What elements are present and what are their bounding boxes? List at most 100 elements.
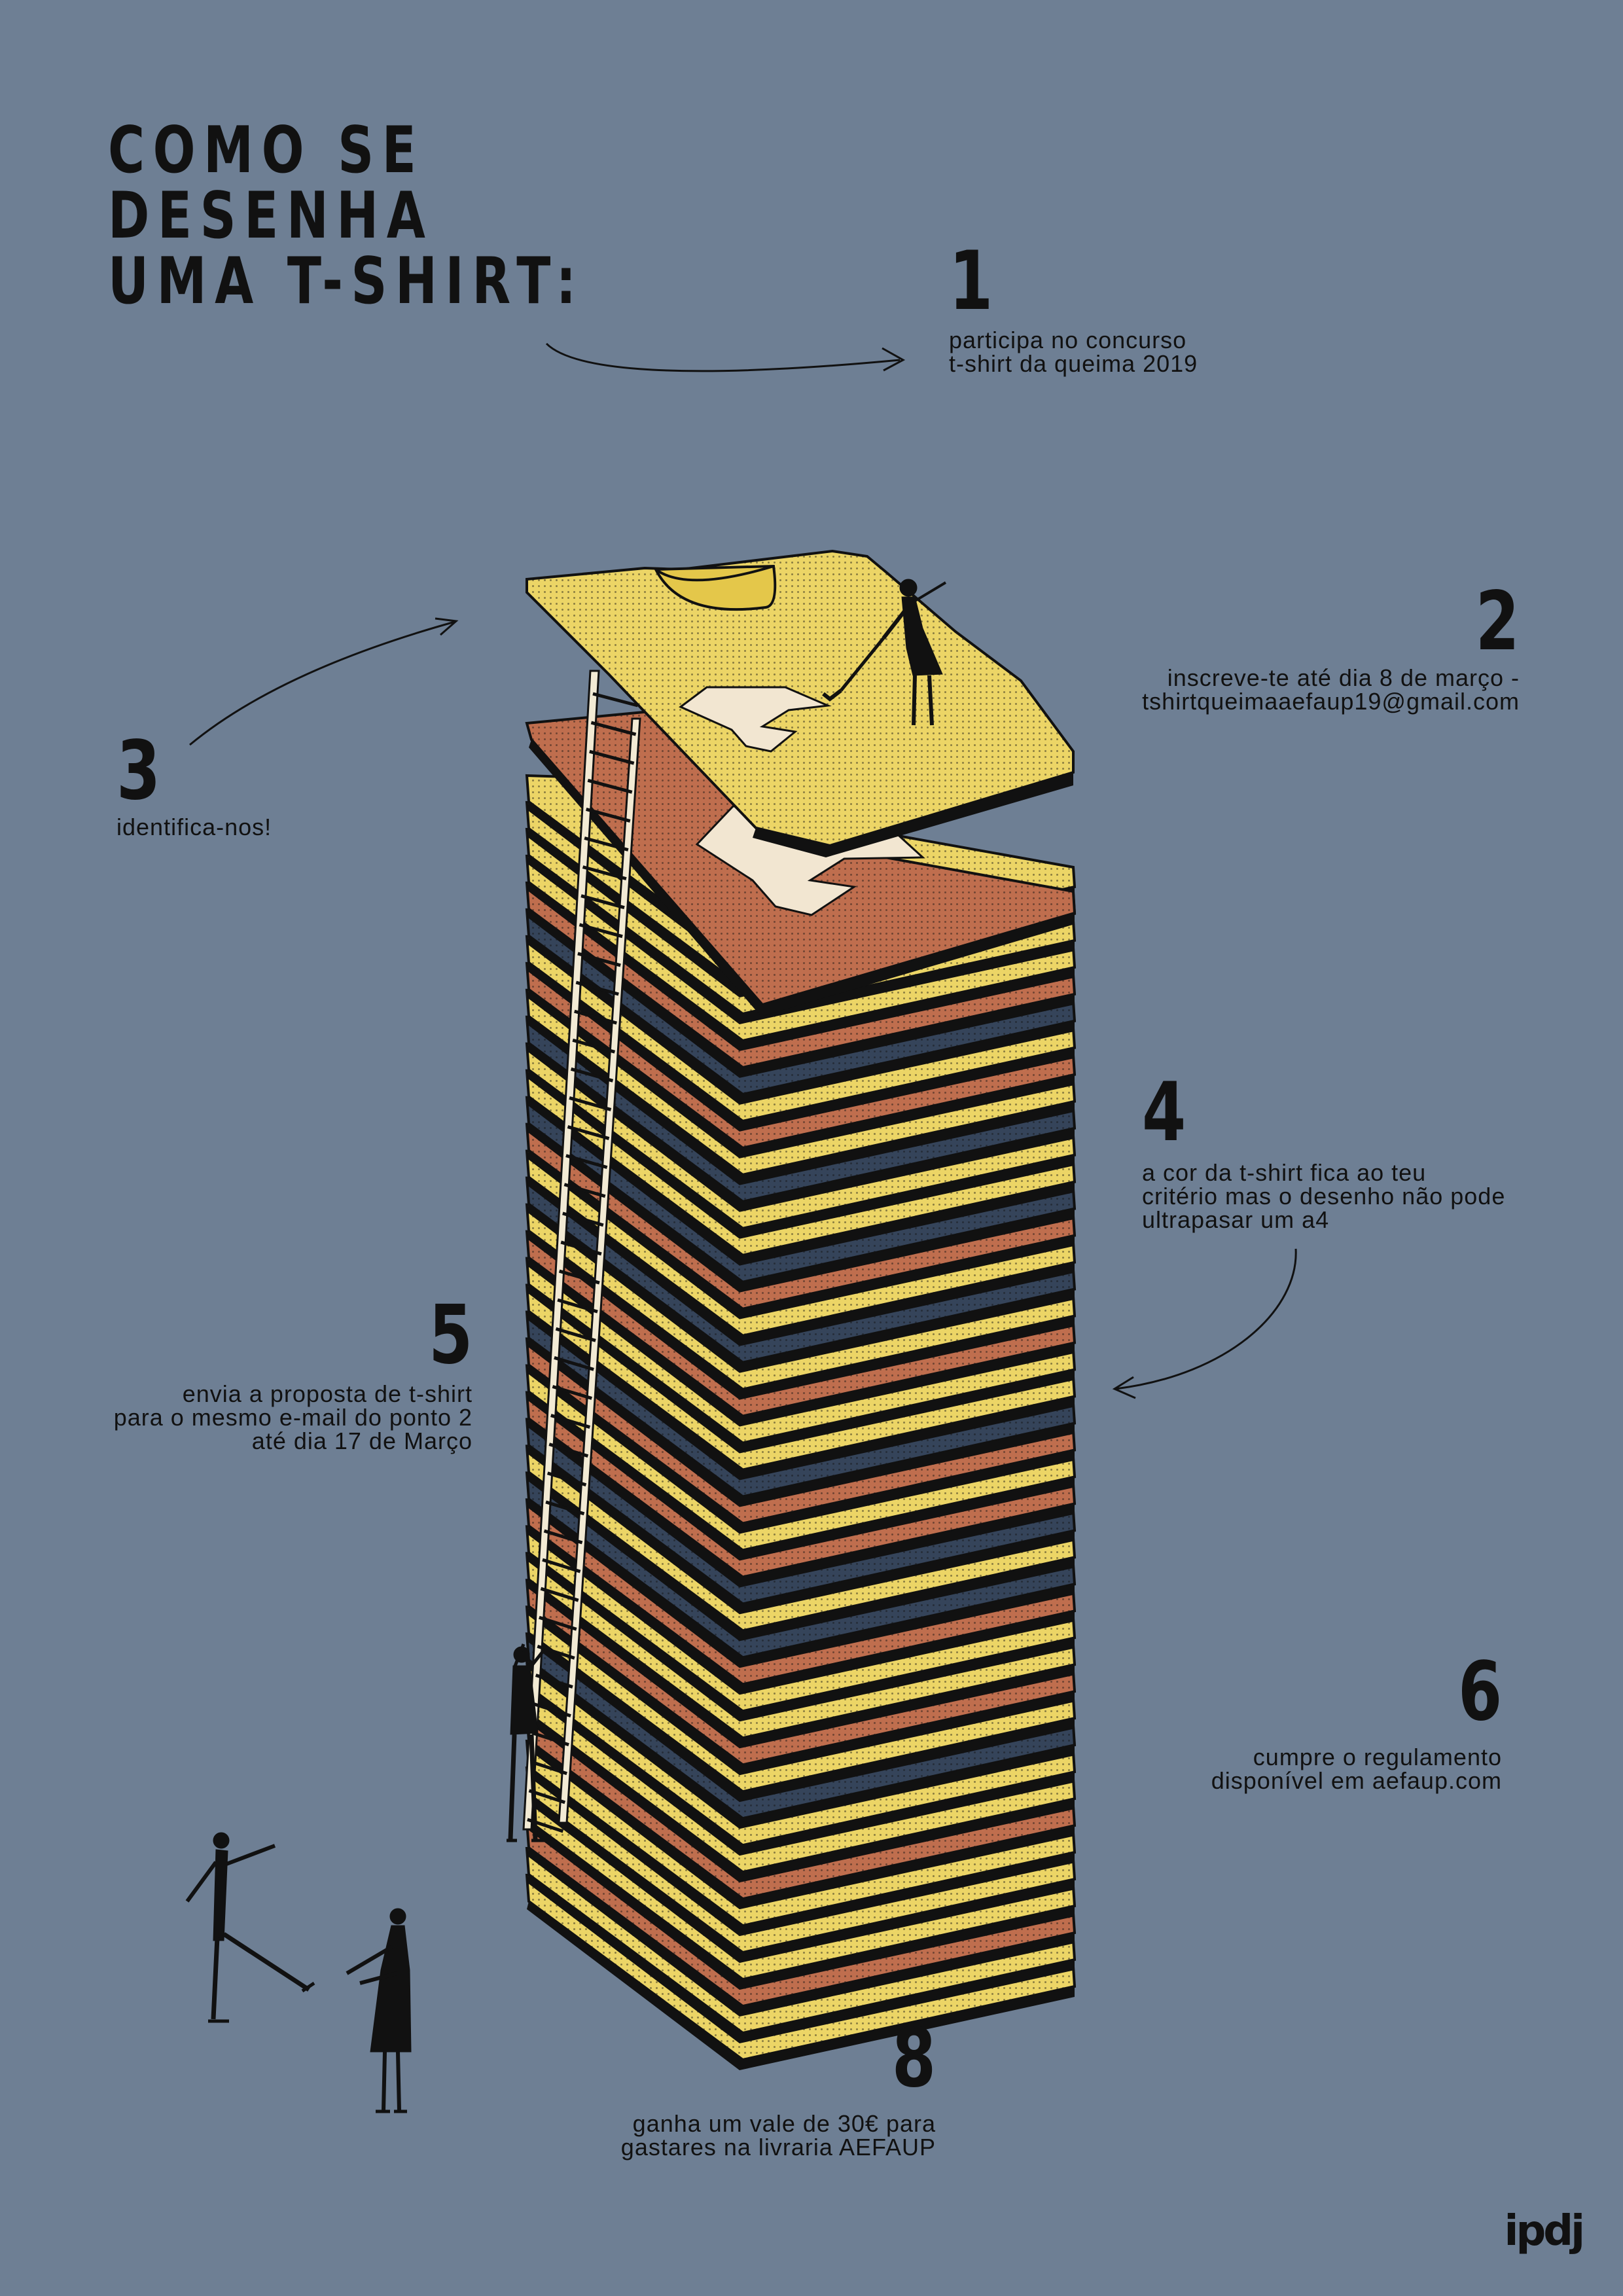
- step-number: 1: [949, 234, 993, 329]
- stacked-shirt-edge: [527, 908, 1075, 1078]
- step-5: 5 envia a proposta de t-shirt para o mes…: [114, 1288, 473, 1453]
- stacked-shirt-edge: [527, 1794, 1075, 1964]
- ladder-rung: [545, 1500, 585, 1516]
- ladder-rung: [543, 1529, 583, 1545]
- poster-title: COMO SE DESENHA UMA T-SHIRT:: [108, 118, 584, 314]
- step-line: gastares na livraria AEFAUP: [620, 2134, 936, 2161]
- step-8: 8 ganha um vale de 30€ para gastares na …: [621, 2011, 936, 2159]
- stacked-shirt-edge: [527, 1418, 1075, 1588]
- ladder-rung: [587, 778, 633, 794]
- step-text: envia a proposta de t-shirt para o mesmo…: [114, 1382, 473, 1453]
- ladder-rung: [563, 1183, 606, 1198]
- ladder-rung: [550, 1414, 591, 1429]
- step-text: participa no concurso t-shirt da queima …: [949, 329, 1198, 376]
- step-line: cumpre o regulamento: [1253, 1744, 1502, 1770]
- ladder-rung: [546, 1471, 587, 1487]
- ladder-rung: [542, 1558, 581, 1573]
- ladder-rung: [582, 865, 627, 881]
- ladder-rung: [530, 1760, 567, 1776]
- step-number: 6: [1457, 1645, 1502, 1739]
- ladder-rung: [557, 1298, 598, 1314]
- stacked-shirt-edge: [527, 1016, 1075, 1185]
- stacked-shirt-edge: [527, 1043, 1075, 1212]
- stacked-shirt-edge: [527, 1606, 1075, 1776]
- stacked-shirt-edge: [527, 1230, 1075, 1400]
- step-text: cumpre o regulamento disponível em aefau…: [1211, 1746, 1502, 1793]
- stacked-shirt-edge: [527, 1177, 1075, 1346]
- title-line-3: UMA T-SHIRT:: [108, 244, 584, 319]
- ladder-rung: [537, 1645, 575, 1660]
- ladder-rung: [574, 1009, 617, 1025]
- stacked-shirt-edge: [527, 962, 1075, 1132]
- stacked-shirt-edge: [527, 855, 1075, 1024]
- ladder-rung: [580, 894, 625, 910]
- ladder-rung: [572, 1038, 616, 1054]
- stacked-shirt-edge: [527, 1713, 1075, 1883]
- step-text: ganha um vale de 30€ para gastares na li…: [621, 2112, 936, 2159]
- ladder-rung: [567, 1125, 610, 1140]
- step-line: participa no concurso: [949, 327, 1187, 353]
- stacked-shirt-edge: [527, 1821, 1075, 1990]
- stacked-shirt-edge: [527, 1123, 1075, 1293]
- ladder-rung: [562, 1211, 604, 1227]
- arrow-3-to-stack: [189, 620, 455, 746]
- ladder-rung: [584, 836, 629, 852]
- arrows: [189, 342, 1297, 1399]
- ladder-rung: [586, 807, 631, 823]
- yellow-top-shirt: [526, 549, 1075, 857]
- step-number: 3: [116, 724, 161, 818]
- stacked-shirt-edge: [527, 1687, 1075, 1856]
- stacked-shirt-edge: [527, 1096, 1075, 1266]
- stacked-shirt-edge: [527, 1740, 1075, 1910]
- step-2: 2 inscreve-te até dia 8 de março - tshir…: [1142, 575, 1520, 713]
- step-text: identifica-nos!: [116, 816, 272, 839]
- climber-figure-icon: [507, 1643, 546, 1842]
- title-line-1: COMO SE: [108, 113, 425, 188]
- step-line: até dia 17 de Março: [251, 1427, 473, 1454]
- stacked-shirt-edge: [527, 1499, 1075, 1668]
- ladder-rung: [579, 923, 623, 939]
- ladder-rung: [589, 749, 635, 765]
- step-line: tshirtqueimaaefaup19@gmail.com: [1142, 688, 1520, 715]
- stacked-shirt-edge: [527, 1848, 1075, 2017]
- stacked-shirt-edge: [527, 1526, 1075, 1695]
- stacked-shirt-edge: [527, 1257, 1075, 1427]
- stacked-shirt-edge: [527, 1579, 1075, 1749]
- stacked-shirt-edge: [527, 1391, 1075, 1561]
- ladder-rung: [560, 1240, 602, 1256]
- ladder-rung: [577, 952, 621, 967]
- step-1: 1 participa no concurso t-shirt da queim…: [949, 234, 1198, 376]
- ipdj-logo: ipdj: [1504, 2207, 1585, 2255]
- stacked-shirt-edge: [527, 1069, 1075, 1239]
- step-3: 3 identifica-nos!: [116, 724, 272, 839]
- step-line: t-shirt da queima 2019: [949, 350, 1198, 377]
- letter-f-shirt-print: [679, 686, 832, 753]
- stacked-shirt-edge: [527, 1365, 1075, 1534]
- step-number: 2: [1475, 575, 1520, 669]
- step-text: inscreve-te até dia 8 de março - tshirtq…: [1142, 666, 1520, 713]
- title-line-2: DESENHA: [108, 179, 434, 253]
- step-line: inscreve-te até dia 8 de março -: [1167, 664, 1520, 691]
- step-line: ultrapasar um a4: [1142, 1206, 1330, 1233]
- ladder-rung: [552, 1385, 592, 1400]
- step-line: ganha um vale de 30€ para: [632, 2110, 936, 2137]
- stacked-shirt-edge: [527, 1633, 1075, 1803]
- step-line: critério mas o desenho não pode: [1142, 1183, 1506, 1210]
- stacked-shirt-edge: [527, 1445, 1075, 1615]
- ladder-rung: [558, 1269, 600, 1285]
- step-line: envia a proposta de t-shirt: [182, 1380, 473, 1407]
- step-line: a cor da t-shirt fica ao teu: [1142, 1159, 1427, 1186]
- ladder-rung: [548, 1443, 589, 1458]
- ladder-rung: [570, 1067, 614, 1083]
- step-number: 8: [891, 2011, 936, 2106]
- standing-figure-icon: [346, 1908, 412, 2113]
- stacked-shirt-edge: [527, 1204, 1075, 1373]
- painter-figure-icon: [822, 579, 947, 726]
- ladder-rung: [590, 721, 637, 736]
- stacked-shirt-edge: [527, 1472, 1075, 1641]
- stacked-shirt-edge: [527, 1150, 1075, 1319]
- step-text: a cor da t-shirt fica ao teu critério ma…: [1142, 1161, 1505, 1232]
- ladder-rung: [554, 1355, 594, 1371]
- step-number: 5: [428, 1288, 473, 1382]
